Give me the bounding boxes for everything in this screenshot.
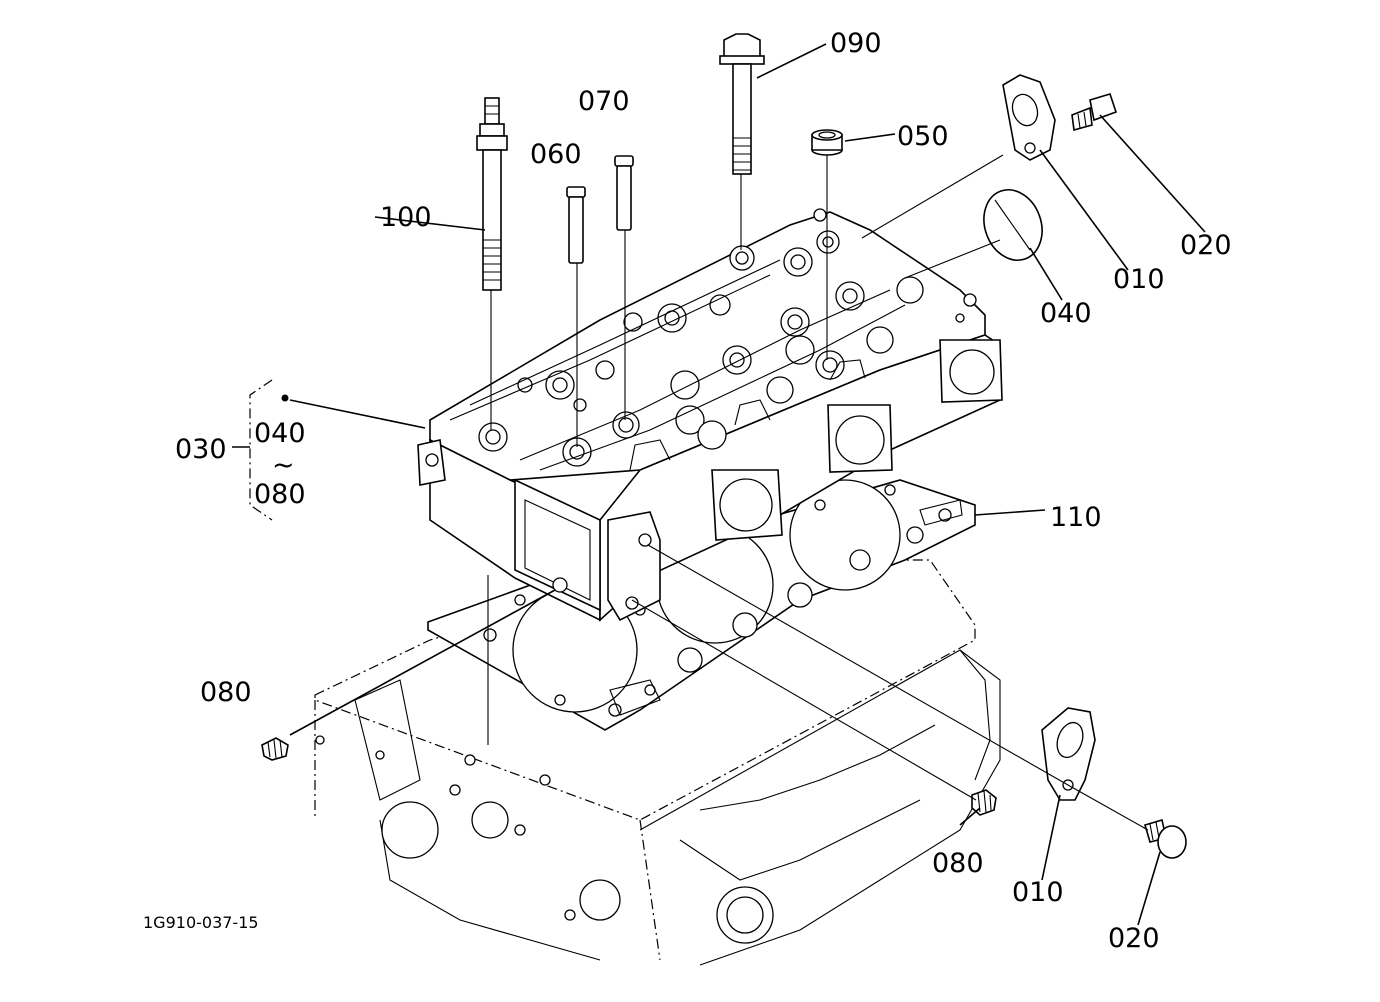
callout-040-right: 040 [1040,298,1092,329]
callout-020-top: 020 [1180,230,1232,261]
figure-id: 1G910-037-15 [143,913,259,932]
lifting-hook-bottom [1041,707,1096,801]
blanking-plug [983,189,1043,261]
callout-110: 110 [1050,502,1102,533]
callout-080-group: 080 [254,479,306,510]
callout-030: 030 [175,434,227,465]
callout-060: 060 [530,139,582,170]
lifting-hook-top [1002,74,1056,161]
engine-block [314,559,1001,966]
leader-lines [232,43,1206,926]
callout-100: 100 [380,202,432,233]
callout-080-left: 080 [200,677,252,708]
callout-090: 090 [830,28,882,59]
callout-labels: 090 070 060 050 100 020 010 040 030 040 … [143,28,1232,954]
valve-guide-070 [614,155,634,231]
cylinder-head [417,208,1003,622]
head-bolt [719,33,765,175]
bolt-020-bottom [1144,818,1187,859]
callout-010-top: 010 [1113,264,1165,295]
bolt-020-top [1071,93,1118,132]
valve-guide-060 [566,186,586,264]
callout-020-bottom: 020 [1108,923,1160,954]
callout-050: 050 [897,121,949,152]
callout-080-bottom: 080 [932,848,984,879]
callout-070: 070 [578,86,630,117]
stud-bolt [476,97,508,291]
seal-cap [811,129,843,156]
callout-040-group: 040 [254,418,306,449]
plug-080-left [261,737,289,761]
callout-range-tilde: ~ [272,450,295,481]
callout-010-bottom: 010 [1012,877,1064,908]
